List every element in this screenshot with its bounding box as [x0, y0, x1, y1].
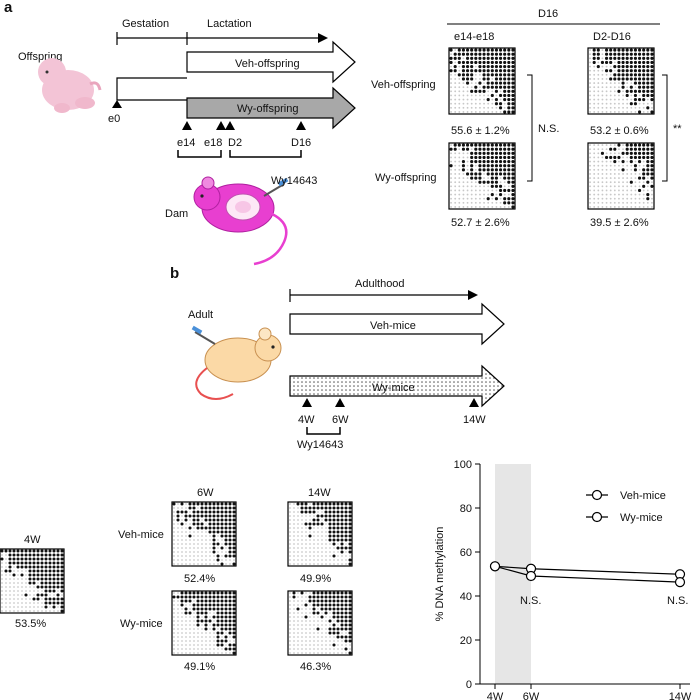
methylation-grid-wy-6w: [171, 590, 237, 656]
col-header-e14-e18: e14-e18: [454, 31, 494, 43]
legend-label-wy: Wy-mice: [620, 512, 663, 524]
adult-mouse-illustration: [191, 325, 282, 400]
treatment-bracket-b: [306, 427, 341, 435]
value-veh-e14: 55.6 ± 1.2%: [451, 125, 510, 137]
time-d16: D16: [291, 137, 311, 149]
adulthood-label: Adulthood: [355, 278, 405, 290]
ns-annotation-14w: N.S.: [667, 595, 688, 607]
gestation-label: Gestation: [122, 18, 169, 30]
value-wy-e14: 52.7 ± 2.6%: [451, 217, 510, 229]
dam-mouse-illustration: [193, 176, 289, 266]
veh-mice-arrow: [289, 302, 505, 346]
methylation-grid-veh-e14: [448, 47, 516, 115]
e0-label: e0: [108, 113, 120, 125]
time-6w: 6W: [332, 414, 349, 426]
timeline-arrow: [116, 32, 328, 45]
veh-offspring-arrow-label: Veh-offspring: [235, 58, 300, 70]
time-d2: D2: [228, 137, 242, 149]
value-wy-14w: 46.3%: [300, 661, 331, 673]
legend-marker-wy: [591, 511, 603, 523]
panel-a-label: a: [4, 0, 13, 16]
time-4w: 4W: [298, 414, 315, 426]
methylation-grid-veh-d2: [587, 47, 655, 115]
y-tick-label: 0: [466, 679, 472, 691]
methylation-grid-wy-14w: [287, 590, 353, 656]
time-e18: e18: [204, 137, 222, 149]
ns-annotation-6w: N.S.: [520, 595, 541, 607]
veh-mice-arrow-label: Veh-mice: [370, 320, 416, 332]
wy-offspring-arrow: [186, 86, 356, 130]
sig-label-a: **: [673, 123, 682, 135]
legend-label-veh: Veh-mice: [620, 490, 666, 502]
ns-bracket-a: [527, 74, 533, 182]
d16-header: D16: [538, 8, 558, 20]
wy-mice-arrow: [289, 364, 505, 408]
methylation-grid-wy-e14: [448, 142, 516, 210]
wy-mice-arrow-label: Wy-mice: [372, 382, 415, 394]
col-header-14w: 14W: [308, 487, 331, 499]
ns-label-a: N.S.: [538, 123, 559, 135]
value-veh-14w: 49.9%: [300, 573, 331, 585]
x-tick-label: 4W: [487, 691, 504, 700]
adult-label: Adult: [188, 309, 213, 321]
methylation-grid-veh-6w: [171, 501, 237, 567]
legend-marker-veh: [591, 489, 603, 501]
panel-b-label: b: [170, 265, 179, 282]
dam-label: Dam: [165, 208, 188, 220]
time-markers-a: [182, 121, 306, 130]
wy-offspring-arrow-label: Wy-offspring: [237, 103, 298, 115]
y-tick-label: 20: [460, 635, 472, 647]
row-label-veh-offspring: Veh-offspring: [371, 79, 436, 91]
veh-offspring-arrow: [186, 40, 356, 84]
methylation-grid-4w: [0, 548, 65, 614]
y-tick-label: 100: [454, 459, 472, 471]
time-14w: 14W: [463, 414, 486, 426]
baby-illustration: [38, 58, 102, 113]
value-wy-6w: 49.1%: [184, 661, 215, 673]
x-tick-label: 14W: [669, 691, 692, 700]
legend: Veh-mice Wy-mice: [586, 489, 666, 524]
row-label-veh-mice: Veh-mice: [118, 529, 164, 541]
data-point-1-1: [525, 570, 537, 582]
time-markers-b: [302, 398, 479, 407]
adulthood-timeline: [289, 289, 478, 302]
y-tick-label: 80: [460, 503, 472, 515]
w4-value: 53.5%: [15, 618, 46, 630]
methylation-grid-wy-d2: [587, 142, 655, 210]
time-e14: e14: [177, 137, 195, 149]
value-veh-6w: 52.4%: [184, 573, 215, 585]
methylation-grid-veh-14w: [287, 501, 353, 567]
e0-bracket: [112, 77, 187, 108]
drug-label-b: Wy14643: [297, 439, 343, 451]
data-point-1-2: [674, 577, 686, 588]
treatment-brackets-a: [177, 150, 302, 158]
y-axis-label: % DNA methylation: [434, 527, 446, 622]
x-tick-label: 6W: [523, 691, 540, 700]
col-header-6w: 6W: [197, 487, 214, 499]
row-label-wy-mice: Wy-mice: [120, 618, 163, 630]
drug-label-a: Wy14643: [271, 175, 317, 187]
data-point-1-0: [489, 561, 501, 572]
lactation-label: Lactation: [207, 18, 252, 30]
y-tick-label: 40: [460, 591, 472, 603]
row-label-wy-offspring: Wy-offspring: [375, 172, 436, 184]
col-header-d2-d16: D2-D16: [593, 31, 631, 43]
w4-title: 4W: [24, 534, 41, 546]
methylation-line-chart: 0 20 40 60 80 100 4W 6W 14W % DNA methylation N…: [434, 459, 692, 700]
y-tick-label: 60: [460, 547, 472, 559]
value-veh-d2: 53.2 ± 0.6%: [590, 125, 649, 137]
sig-bracket-a: [662, 74, 668, 182]
value-wy-d2: 39.5 ± 2.6%: [590, 217, 649, 229]
